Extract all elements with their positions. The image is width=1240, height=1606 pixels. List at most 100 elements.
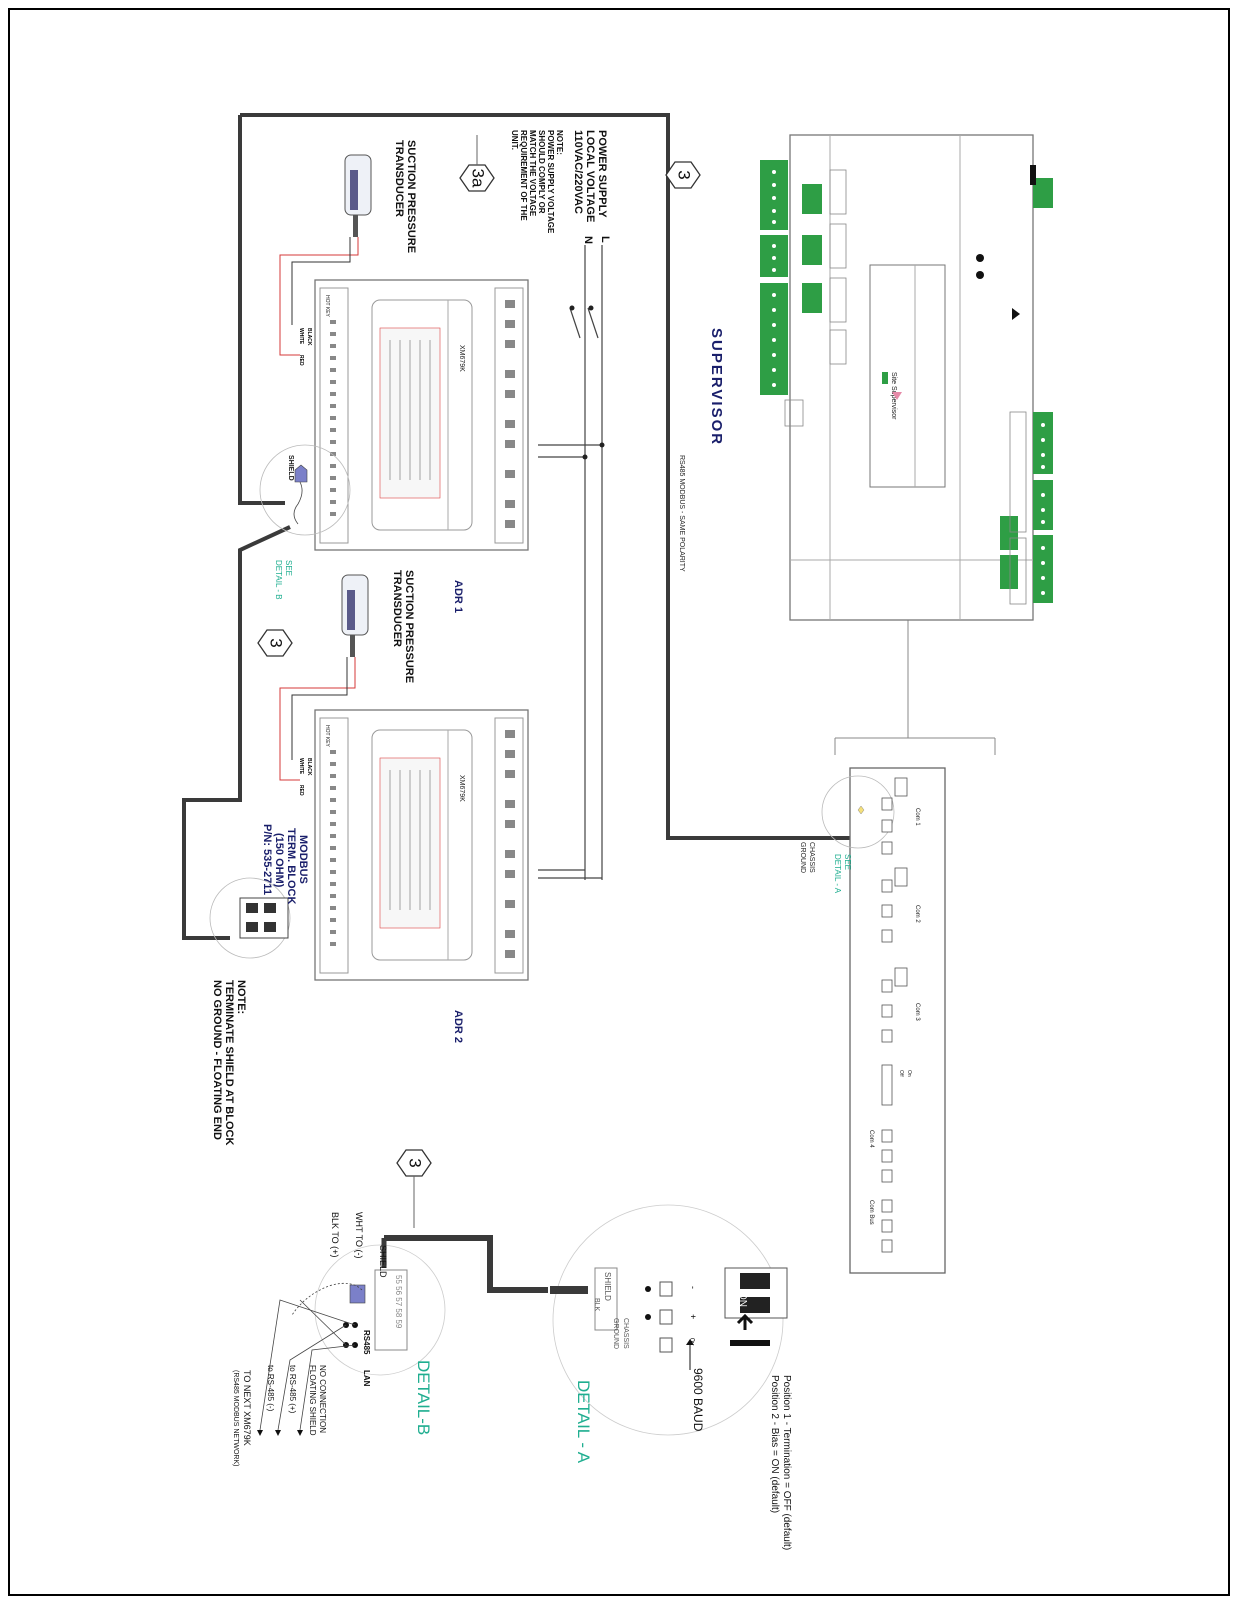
detail-a-baud: 9600 BAUD	[691, 1368, 705, 1432]
supervisor-display-text: Site Supervisor	[890, 372, 897, 420]
detail-b-title: DETAIL-B	[414, 1360, 433, 1435]
power-note: NOTE: POWER SUPPLY VOLTAGE SHOULD COMPLY…	[510, 130, 564, 234]
adr1-model: XM679K	[458, 345, 465, 372]
callout-3-bottom: 3	[396, 1149, 432, 1177]
detail-a-dip-on: ON	[737, 1292, 748, 1307]
adr1-hotkey: HOT KEY	[324, 295, 330, 318]
detail-a-term-plus: +	[688, 1314, 698, 1319]
detail-b-rs485: RS485	[362, 1330, 371, 1355]
svg-text:NOTE:: NOTE:	[235, 980, 247, 1014]
detail-a-shield: SHIELD	[603, 1272, 612, 1301]
supervisor-title: SUPERVISOR	[708, 328, 725, 446]
io-port-com1: Com 1	[914, 808, 920, 826]
adr1-shield-detail	[259, 444, 351, 536]
detail-a-term-minus: -	[688, 1286, 698, 1289]
suction-pressure-transducer-1	[279, 154, 372, 356]
see-detail-a-line1: SEE	[843, 854, 852, 870]
svg-text:3: 3	[406, 1158, 425, 1167]
io-chassis-ground-1: CHASSIS	[808, 842, 815, 873]
adr2-wire-white: WHITE	[298, 758, 304, 775]
io-term-on: On	[906, 1070, 912, 1077]
adr2-model: XM679K	[458, 775, 465, 802]
supervisor-io-board: Com 1 Com 2 Com 3 Com 4 Com Bus Off On	[821, 767, 946, 1274]
rs485-bus-note: RS485 MODBUS - SAME POLARITY	[678, 455, 685, 572]
power-title: POWER SUPPLY	[596, 130, 608, 218]
svg-text:TERM. BLOCK: TERM. BLOCK	[285, 828, 297, 904]
svg-text:3a: 3a	[469, 169, 488, 188]
svg-text:NOTE:: NOTE:	[555, 130, 564, 155]
detail-a-title: DETAIL - A	[574, 1380, 593, 1464]
detail-b-arrows	[257, 1430, 303, 1436]
svg-text:UNIT.: UNIT.	[510, 130, 519, 150]
transducer-1-line1: SUCTION PRESSURE	[405, 140, 417, 253]
detail-a-position1: Position 1 - Termination = OFF (default)	[781, 1375, 792, 1550]
detail-b-to-next: TO NEXT XM679K	[242, 1370, 252, 1446]
modbus-term-block	[209, 877, 291, 959]
see-detail-b-line1: SEE	[284, 560, 293, 576]
power-l-label: L	[599, 236, 611, 243]
power-line1: LOCAL VOLTAGE	[584, 130, 596, 222]
detail-b-to-minus: to RS-485 (-)	[266, 1365, 275, 1412]
detail-b-lan: LAN	[362, 1370, 371, 1387]
see-detail-b-line2: DETAIL - B	[274, 560, 283, 600]
suction-pressure-transducer-2	[279, 574, 369, 781]
detail-b-no-connection: NO CONNECTION	[318, 1365, 327, 1433]
adr2-wire-red: RED	[298, 785, 304, 796]
detail-a-position2: Position 2 - Bias = ON (default)	[769, 1375, 780, 1513]
svg-text:(150 OHM): (150 OHM)	[273, 833, 285, 888]
adr1-label: ADR 1	[452, 580, 464, 613]
termination-note: NOTE: TERMINATE SHIELD AT BLOCK NO GROUN…	[211, 980, 247, 1145]
svg-text:MATCH THE VOLTAGE: MATCH THE VOLTAGE	[528, 130, 537, 217]
adr1-shield-label: SHIELD	[287, 455, 294, 481]
controller-adr2: XM679K HOT KEY	[314, 709, 529, 981]
detail-a-chassis-1: CHASSIS	[622, 1318, 629, 1349]
transducer-1-line2: TRANSDUCER	[393, 140, 405, 217]
detail-b-floating-shield: FLOATING SHIELD	[308, 1365, 317, 1436]
svg-text:SHOULD COMPLY OR: SHOULD COMPLY OR	[537, 130, 546, 214]
adr2-wire-black: BLACK	[306, 758, 312, 776]
detail-a-chassis-2: GROUND	[612, 1318, 619, 1349]
svg-text:TERMINATE SHIELD AT BLOCK: TERMINATE SHIELD AT BLOCK	[223, 980, 235, 1145]
callout-3-top: 3	[665, 161, 701, 189]
supervisor-unit: Site Supervisor	[760, 134, 1053, 621]
callout-3-mid: 3	[257, 629, 293, 657]
supervisor-bus-link	[834, 610, 996, 755]
detail-a-term-0v: 0v	[688, 1338, 695, 1346]
transducer-2-line1: SUCTION PRESSURE	[403, 570, 415, 683]
io-term-off: Off	[898, 1070, 904, 1077]
detail-b-network: (RS485 MODBUS NETWORK)	[232, 1370, 239, 1466]
adr1-wire-white: WHITE	[298, 328, 304, 345]
detail-a-cable	[384, 1235, 588, 1294]
detail-b-blk: BLK TO (+)	[330, 1212, 340, 1257]
io-chassis-ground-2: GROUND	[799, 842, 806, 873]
adr1-wire-red: RED	[298, 355, 304, 366]
power-supply-label: POWER SUPPLY LOCAL VOLTAGE 110VAC/220VAC…	[572, 130, 611, 244]
svg-text:POWER SUPPLY VOLTAGE: POWER SUPPLY VOLTAGE	[546, 130, 555, 234]
svg-text:3: 3	[675, 170, 694, 179]
power-line2: 110VAC/220VAC	[572, 130, 584, 214]
detail-b-wht: WHT TO (-)	[354, 1212, 364, 1259]
transducer-2-line2: TRANSDUCER	[391, 570, 403, 647]
detail-b	[259, 1238, 446, 1431]
io-port-com2: Com 2	[914, 905, 920, 923]
detail-b-to-plus: to RS-485 (+)	[288, 1365, 297, 1414]
svg-text:MODBUS: MODBUS	[297, 835, 309, 884]
drawing-border	[8, 8, 1230, 1596]
detail-a-blk: BLK	[593, 1298, 600, 1312]
svg-text:P/N: 535-2711: P/N: 535-2711	[261, 824, 273, 895]
adr2-hotkey: HOT KEY	[324, 725, 330, 748]
adr1-wire-black: BLACK	[306, 328, 312, 346]
rs485-cable-run	[182, 113, 850, 940]
callout-3a: 3a	[459, 164, 495, 192]
power-n-label: N	[582, 236, 594, 244]
modbus-block-label: MODBUS TERM. BLOCK (150 OHM) P/N: 535-27…	[261, 824, 309, 904]
see-detail-a-line2: DETAIL - A	[833, 854, 842, 894]
svg-text:NO GROUND - FLOATING END: NO GROUND - FLOATING END	[211, 980, 223, 1140]
detail-b-terms: 55 56 57 58 59	[394, 1275, 403, 1329]
svg-text:3: 3	[267, 638, 286, 647]
io-port-combus: Com Bus	[868, 1200, 874, 1225]
adr2-label: ADR 2	[452, 1010, 464, 1043]
detail-b-shield: SHIELD	[378, 1245, 388, 1278]
detail-a	[552, 1204, 788, 1436]
